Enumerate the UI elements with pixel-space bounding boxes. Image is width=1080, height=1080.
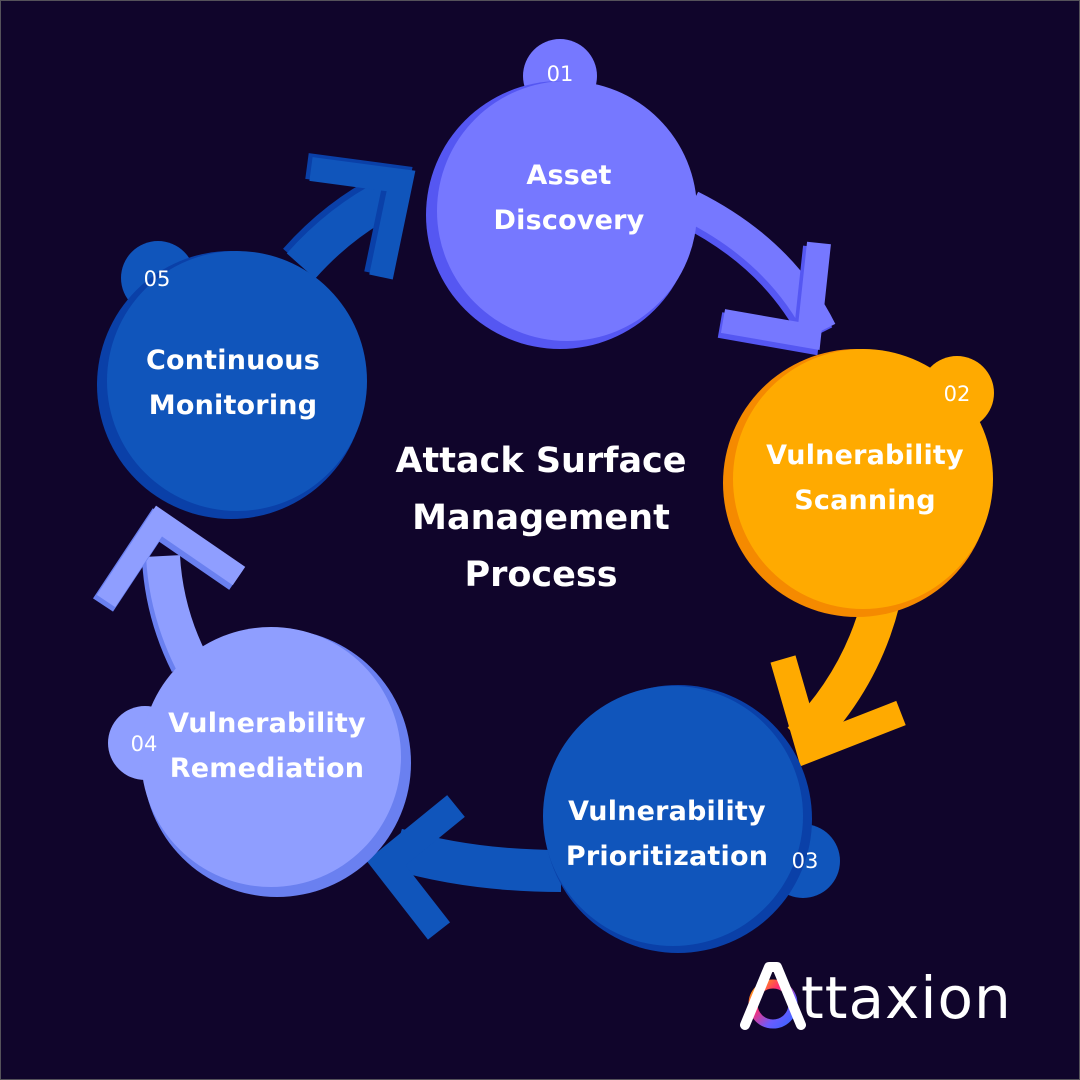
step-label-5-line2: Monitoring <box>148 390 318 421</box>
step-label-3: Vulnerability Prioritization <box>537 789 797 879</box>
arrow-icon-step1-to-step2 <box>679 191 836 356</box>
diagram-title-line3: Process <box>464 555 618 595</box>
diagram-title-line2: Management <box>412 498 670 538</box>
arrow-icon-step2-to-step3 <box>770 596 906 767</box>
step-number-3: 03 <box>791 849 819 873</box>
step-number-1: 01 <box>546 62 574 86</box>
step-number-2: 02 <box>943 382 971 406</box>
step-number-4: 04 <box>130 732 158 756</box>
arrow-icon-step4-to-step5 <box>92 505 246 673</box>
step-circle-5 <box>97 241 367 519</box>
step-label-3-line1: Vulnerability <box>568 796 766 827</box>
step-label-1: Asset Discovery <box>439 153 699 243</box>
step-label-1-line2: Discovery <box>493 205 645 236</box>
step-circle-3 <box>543 685 840 953</box>
arrow-icon-step3-to-step4 <box>366 795 562 940</box>
attaxion-logo-icon <box>740 962 806 1030</box>
brand-logo: ttaxion <box>741 963 1041 1033</box>
step-label-4: Vulnerability Remediation <box>137 701 397 791</box>
step-label-4-line2: Remediation <box>169 753 365 784</box>
step-circle-1 <box>426 39 697 349</box>
step-label-3-line2: Prioritization <box>565 841 769 872</box>
step-circle-2 <box>723 349 994 617</box>
brand-name: ttaxion <box>801 964 1012 1032</box>
step-label-2: Vulnerability Scanning <box>735 433 995 523</box>
diagram-title-line1: Attack Surface <box>395 441 687 481</box>
step-label-4-line1: Vulnerability <box>168 708 366 739</box>
step-label-5: Continuous Monitoring <box>103 338 363 428</box>
step-label-2-line2: Scanning <box>794 485 936 516</box>
diagram-title: Attack Surface Management Process <box>371 433 711 604</box>
step-label-1-line1: Asset <box>526 160 612 191</box>
step-circle-4 <box>108 627 411 897</box>
step-label-5-line1: Continuous <box>145 345 321 376</box>
arrow-icon-step5-to-step1 <box>283 153 416 280</box>
step-label-2-line1: Vulnerability <box>766 440 964 471</box>
step-number-5: 05 <box>143 267 171 291</box>
